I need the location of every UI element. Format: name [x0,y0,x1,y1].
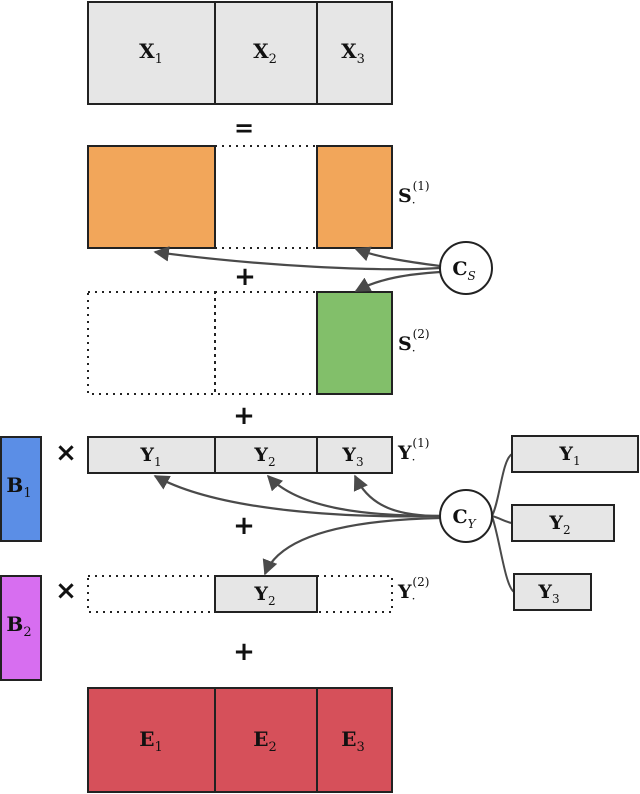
b1-block [0,436,42,542]
x1-label: X1 [139,39,163,67]
x2-block [214,1,318,105]
cy-link-y2 [491,515,513,524]
cy-link-y3 [491,515,515,593]
x1-block [87,1,216,105]
cy-node: CY [439,489,493,543]
s2-row: S·(2) [87,291,430,395]
cs-arrow-to-s2 [354,270,441,292]
s2-dotted-left [87,291,216,395]
y1-row-label-2: Y2 [253,444,275,469]
s1-block-left [87,145,216,249]
b1-label: B1 [6,473,31,501]
y1-label: Y·(1) [397,436,429,467]
cs-circle [439,241,493,295]
cy-arrow-to-y3 [353,474,441,518]
y-side-block-1 [511,435,639,473]
y-side-block-3 [513,573,592,611]
plus-sign-2: + [233,401,255,431]
e3-label: E3 [341,727,365,755]
y-side-label-3: Y3 [537,581,559,606]
y2-row: Y2 Y·(2) [87,575,429,613]
e3-block [316,687,393,793]
cs-arrows [153,246,441,292]
x3-label: X3 [341,39,365,67]
equals-sign: = [234,114,254,142]
y1-row: Y1 Y2 Y3 Y·(1) [87,436,429,474]
x-row: X1 X2 X3 [87,1,393,105]
cy-arrows [153,474,441,576]
cs-node: CS [439,241,493,295]
b2-block [0,575,42,681]
cs-arrow-to-s1-left [153,246,441,271]
e-row: E1 E2 E3 [87,687,393,793]
cy-link-y1 [491,453,513,517]
times-sign-2: × [55,576,77,606]
y2-row-block [214,575,318,613]
x2-label: X2 [253,39,277,67]
times-sign-1: × [55,438,77,468]
e1-block [87,687,216,793]
s2-dotted-mid [214,291,318,395]
s2-block [316,291,393,395]
cy-circle [439,489,493,543]
y2-row-dotted-right [316,575,393,613]
y1-row-label-3: Y3 [341,444,363,469]
s1-block-right [316,145,393,249]
y2-label: Y·(2) [397,575,429,606]
s1-row: S·(1) [87,145,430,249]
plus-sign-4: + [233,637,255,667]
s2-label: S·(2) [398,327,430,358]
e2-label: E2 [253,727,277,755]
y-side-block-2 [511,504,615,542]
s1-label: S·(1) [398,179,430,210]
y2-row-dotted-left [87,575,216,613]
e1-label: E1 [139,727,163,755]
cy-label: CY [452,506,476,531]
b2-label: B2 [6,612,31,640]
x3-block [316,1,393,105]
cy-arrow-to-y2-row2 [262,516,441,576]
y1-row-label-1: Y1 [139,444,161,469]
cs-arrow-to-s1-right [354,246,441,268]
y-side-label-2: Y2 [548,512,570,537]
y-side-label-1: Y1 [558,443,580,468]
y2-row-label: Y2 [253,583,275,608]
plus-sign-1: + [234,262,256,292]
cs-label: CS [452,258,475,283]
y-side-blocks: Y1 Y2 Y3 [511,435,639,611]
y1-row-block-2 [214,436,318,474]
plus-sign-3: + [233,511,255,541]
y1-row-block-1 [87,436,216,474]
y1-row-block-3 [316,436,393,474]
cy-links [491,453,515,593]
